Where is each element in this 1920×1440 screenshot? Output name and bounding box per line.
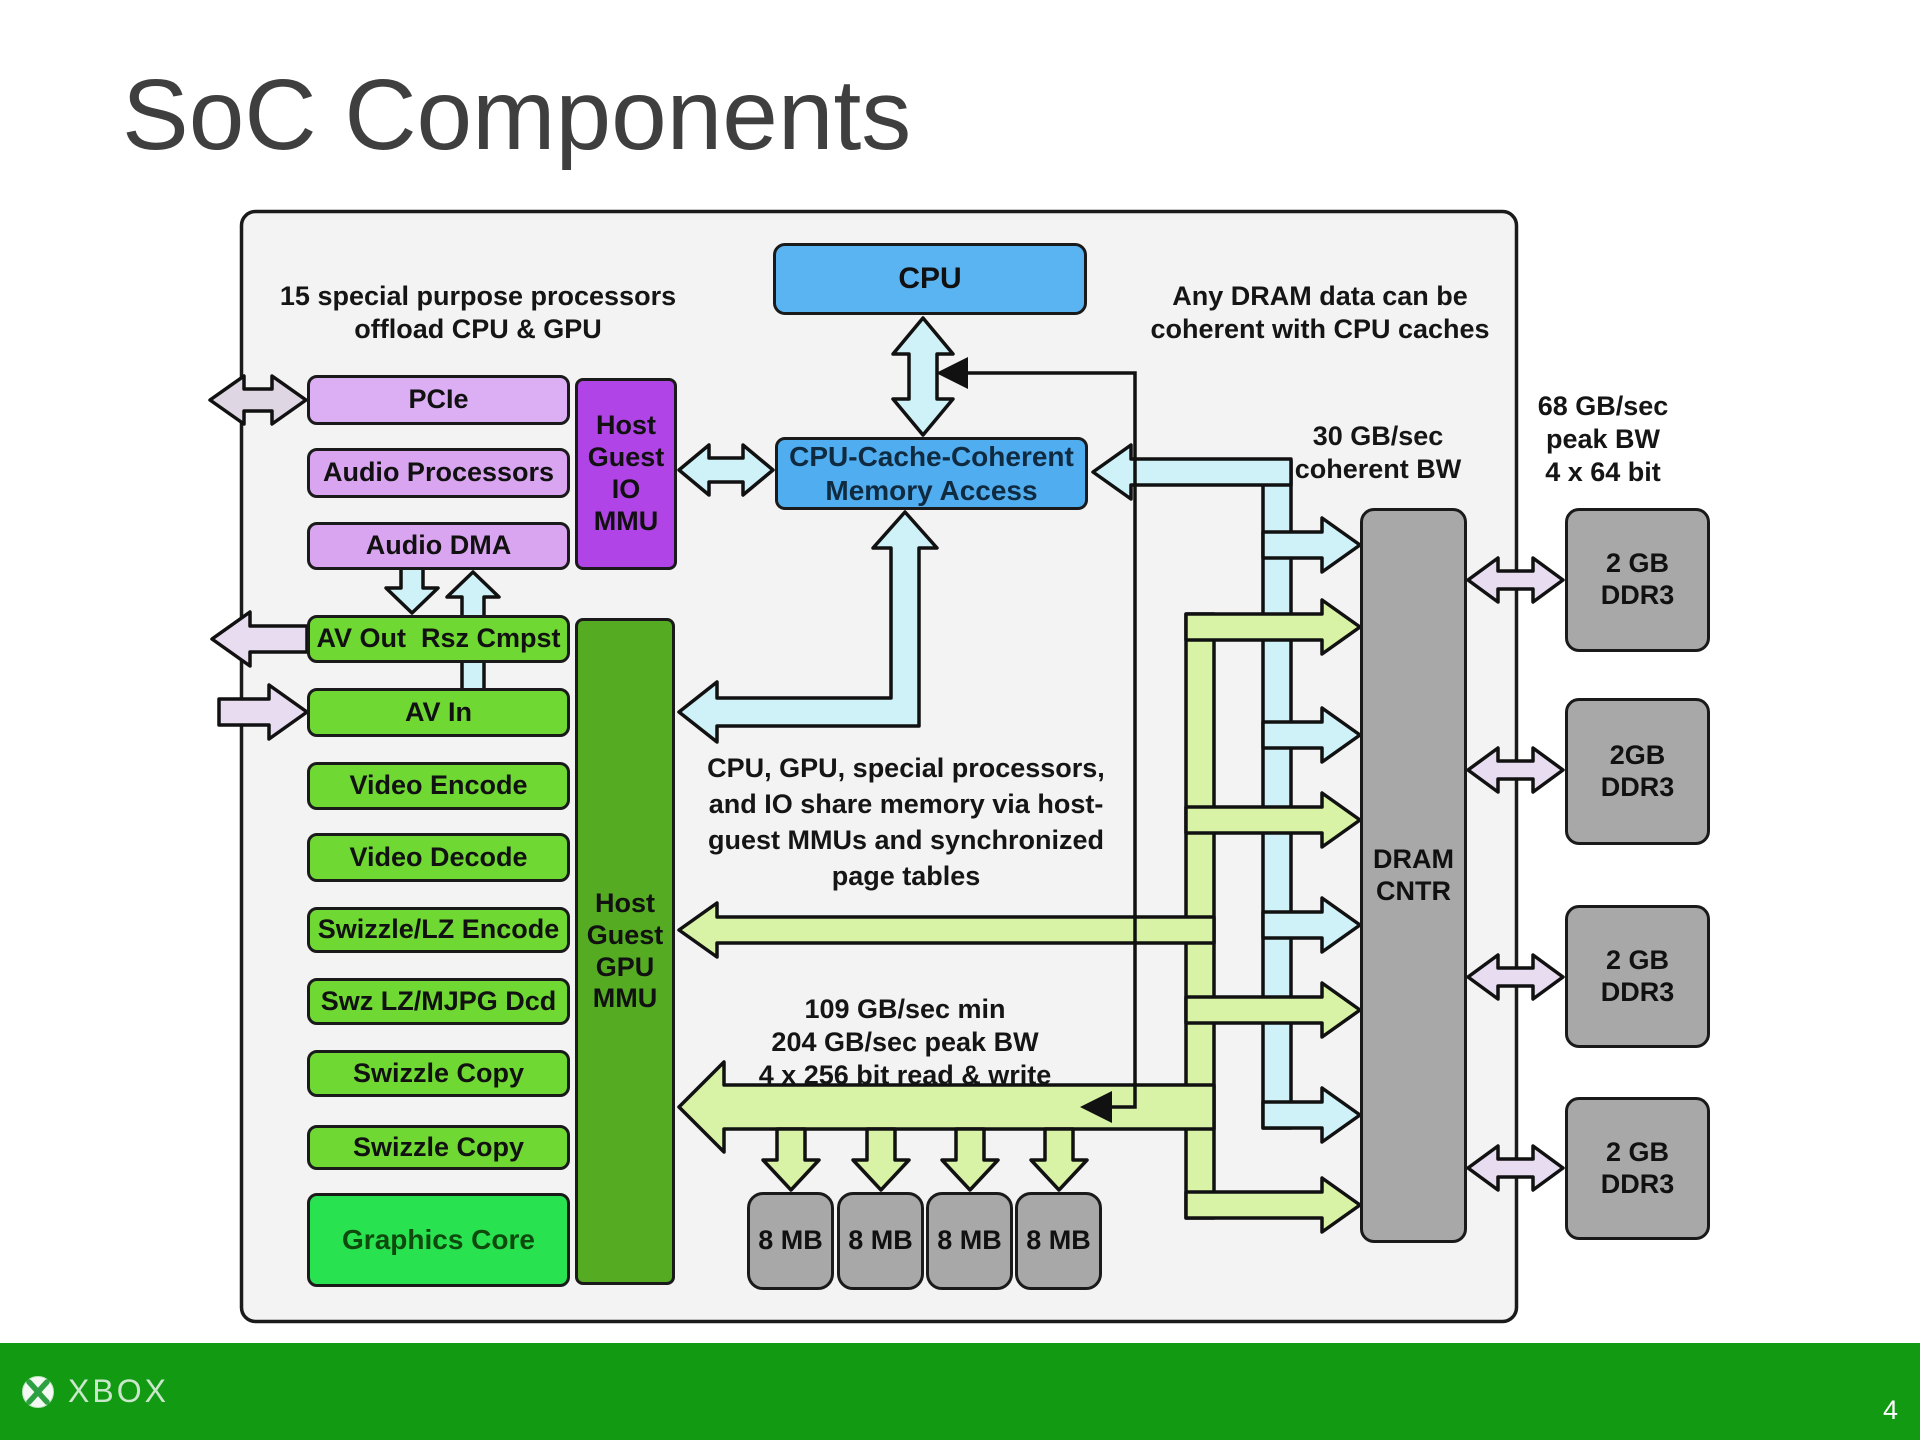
note-shared-memory: CPU, GPU, special processors, and IO sha… (707, 753, 1105, 891)
av-in-external-arrow (217, 683, 309, 741)
ddr3-bank-3: 2 GB DDR3 (1565, 905, 1710, 1048)
pcie-external-arrow (208, 374, 308, 426)
ddr3-bank-4: 2 GB DDR3 (1565, 1097, 1710, 1240)
note-sram-bw: 109 GB/sec min 204 GB/sec peak BW 4 x 25… (758, 994, 1052, 1090)
xbox-sphere-icon (22, 1375, 54, 1408)
host-guest-io-mmu-box: Host Guest IO MMU (575, 378, 677, 570)
av-in-box: AV In (307, 688, 570, 737)
memory-gpummu-arrow (677, 510, 939, 744)
cpu-memory-arrow (891, 316, 955, 437)
iommu-memory-arrow (677, 443, 775, 497)
audio-dma-box: Audio DMA (307, 522, 570, 570)
audio-processors-box: Audio Processors (307, 448, 570, 498)
brand-text: XBOX (68, 1373, 169, 1409)
swizzle-copy-1-box: Swizzle Copy (307, 1050, 570, 1097)
gpu-dram-bus-arrows (677, 598, 1362, 1234)
sram-bank-4: 8 MB (1015, 1192, 1102, 1290)
swizzle-lz-encode-box: Swizzle/LZ Encode (307, 907, 570, 953)
dram-cntr-box: DRAM CNTR (1360, 508, 1467, 1243)
av-out-box: AV Out Rsz Cmpst (307, 615, 570, 663)
page-number: 4 (1882, 1395, 1898, 1425)
sram-bank-2: 8 MB (837, 1192, 924, 1290)
host-guest-gpu-mmu-box: Host Guest GPU MMU (575, 618, 675, 1285)
cpu-box: CPU (773, 243, 1087, 315)
graphics-core-box: Graphics Core (307, 1193, 570, 1287)
xbox-brand: XBOX (0, 1372, 169, 1412)
slide-title: SoC Components (122, 59, 912, 171)
ddr-channel-arrows (1466, 556, 1565, 1192)
note-ddr-bw: 68 GB/sec peak BW 4 x 64 bit (1537, 391, 1669, 487)
sram-bank-1: 8 MB (747, 1192, 834, 1290)
swz-lz-mjpg-dcd-box: Swz LZ/MJPG Dcd (307, 978, 570, 1025)
sram-bank-3: 8 MB (926, 1192, 1013, 1290)
video-encode-box: Video Encode (307, 762, 570, 810)
ddr3-bank-1: 2 GB DDR3 (1565, 508, 1710, 652)
note-coherent-bw: 30 GB/sec coherent BW (1294, 421, 1462, 484)
coherency-line (936, 357, 1137, 1123)
note-special-processors: 15 special purpose processors offload CP… (279, 281, 677, 344)
ddr3-bank-2: 2GB DDR3 (1565, 698, 1710, 845)
footer-bar: XBOX (0, 1343, 1920, 1440)
pcie-box: PCIe (307, 375, 570, 425)
memory-access-box: CPU-Cache-Coherent Memory Access (775, 437, 1088, 510)
note-dram-coherent: Any DRAM data can be coherent with CPU c… (1150, 281, 1490, 344)
video-decode-box: Video Decode (307, 833, 570, 882)
coherent-bus-arrows (1091, 443, 1362, 1144)
swizzle-copy-2-box: Swizzle Copy (307, 1125, 570, 1170)
